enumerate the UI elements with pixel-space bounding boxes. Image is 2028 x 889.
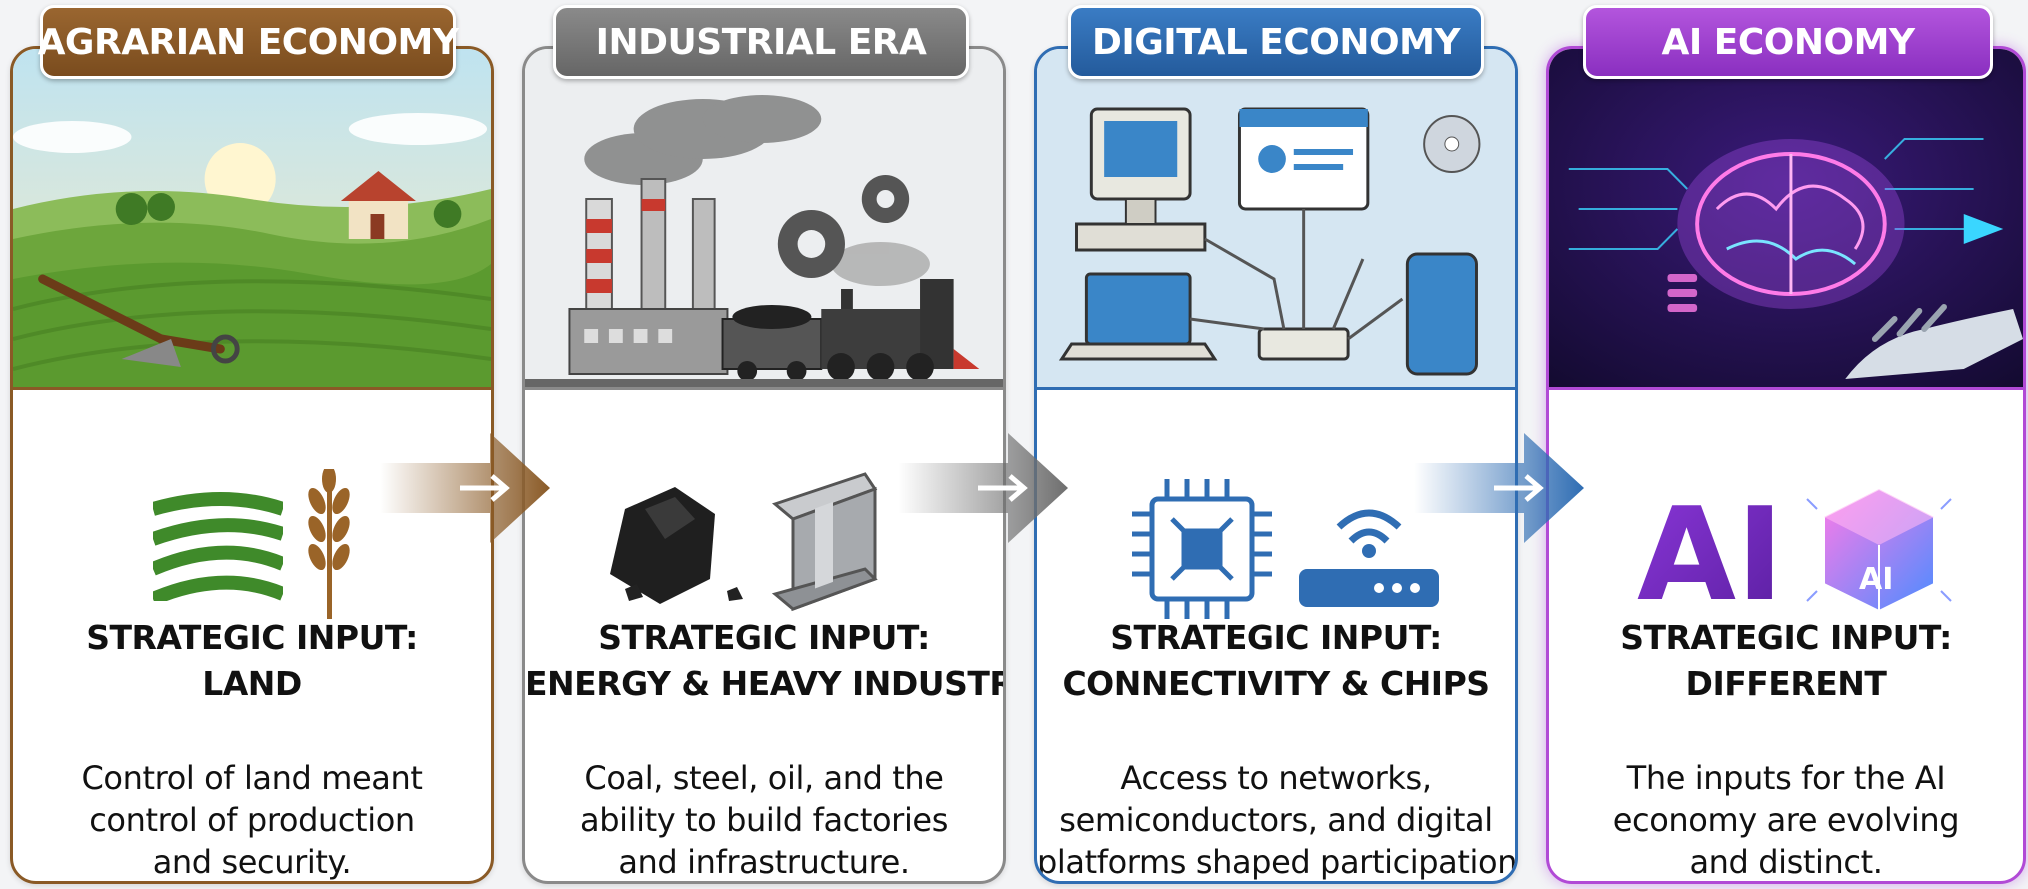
robot-hand-icon <box>1845 304 2023 379</box>
stage-icons-industrial <box>525 469 1003 629</box>
industrial-scene-illustration <box>525 49 1003 387</box>
stage-title-ai: AI ECONOMY <box>1583 5 1993 79</box>
heading-line: LAND <box>202 664 302 703</box>
ai-brain-scene-illustration <box>1549 49 2023 387</box>
heading-line: DIFFERENT <box>1685 664 1887 703</box>
brain-icon <box>1677 139 1905 309</box>
description-line: and security. <box>152 843 352 881</box>
field-icon <box>153 481 283 601</box>
ai-letters-icon: AI <box>1637 481 1784 629</box>
cd-icon <box>1423 115 1481 173</box>
description-line: platforms shaped participation. <box>1037 843 1518 881</box>
description-line: semiconductors, and digital <box>1059 801 1493 839</box>
heading-line: STRATEGIC INPUT: <box>1620 618 1952 657</box>
arrow-right-icon <box>1963 214 2004 244</box>
description-line: and infrastructure. <box>618 843 910 881</box>
heading-line: STRATEGIC INPUT: <box>86 618 418 657</box>
arrow-right-icon <box>898 433 1068 543</box>
stage-card-ai: AI AI STRATEGIC INPUT: DIFFERENT The inp… <box>1546 46 2026 884</box>
farm-scene-illustration <box>13 49 491 387</box>
heading-line: ENERGY & HEAVY INDUSTRY <box>525 664 1006 703</box>
locomotive-icon <box>721 279 980 381</box>
stage-title-industrial: INDUSTRIAL ERA <box>553 5 969 79</box>
wheat-icon <box>308 465 350 619</box>
chip-icon <box>1132 479 1272 619</box>
heading-line: STRATEGIC INPUT: <box>598 618 930 657</box>
router-device-icon <box>1257 327 1350 361</box>
description-line: Coal, steel, oil, and the <box>584 759 944 797</box>
description-line: Control of land meant <box>81 759 423 797</box>
steel-beam-icon <box>771 472 878 612</box>
arrow-right-icon <box>380 433 550 543</box>
browser-window-icon <box>1237 107 1370 211</box>
arrow-right-icon <box>1414 433 1584 543</box>
description-line: and distinct. <box>1689 843 1883 881</box>
desktop-computer-icon <box>1075 107 1207 252</box>
description-line: Access to networks, <box>1120 759 1432 797</box>
data-stack-icon <box>1667 274 1698 312</box>
coal-icon <box>610 487 743 604</box>
ai-cube-icon: AI <box>1806 487 1952 613</box>
barn-icon <box>340 171 416 239</box>
heading-line: CONNECTIVITY & CHIPS <box>1062 664 1490 703</box>
gear-icon <box>777 175 910 278</box>
stage-icons-digital <box>1037 469 1515 629</box>
description-line: control of production <box>89 801 415 839</box>
stage-icons-agrarian <box>13 465 491 629</box>
ai-cube-label: AI <box>1859 562 1893 597</box>
stage-card-digital: STRATEGIC INPUT: CONNECTIVITY & CHIPS Ac… <box>1034 46 1518 884</box>
smokestack-icon <box>585 178 716 330</box>
stage-description-digital: Access to networks, semiconductors, and … <box>1037 757 1518 881</box>
stage-description-ai: The inputs for the AI economy are evolvi… <box>1549 757 2023 881</box>
stage-heading-industrial: STRATEGIC INPUT: ENERGY & HEAVY INDUSTRY <box>525 615 1003 707</box>
description-line: The inputs for the AI <box>1626 759 1946 797</box>
description-line: ability to build factories <box>579 801 948 839</box>
description-line: economy are evolving <box>1612 801 1960 839</box>
stage-heading-ai: STRATEGIC INPUT: DIFFERENT <box>1549 615 2023 707</box>
smartphone-icon <box>1405 252 1478 376</box>
heading-line: STRATEGIC INPUT: <box>1110 618 1442 657</box>
stage-title-digital: DIGITAL ECONOMY <box>1068 5 1484 79</box>
stage-title-agrarian: AGRARIAN ECONOMY <box>38 5 459 79</box>
stage-description-agrarian: Control of land meant control of product… <box>13 757 491 881</box>
laptop-icon <box>1058 272 1218 361</box>
digital-scene-illustration <box>1037 49 1515 387</box>
stage-card-agrarian: STRATEGIC INPUT: LAND Control of land me… <box>10 46 494 884</box>
stage-description-industrial: Coal, steel, oil, and the ability to bui… <box>525 757 1003 881</box>
stage-heading-digital: STRATEGIC INPUT: CONNECTIVITY & CHIPS <box>1037 615 1515 707</box>
router-icon <box>1299 509 1439 607</box>
stage-heading-agrarian: STRATEGIC INPUT: LAND <box>13 615 491 707</box>
stage-icons-ai: AI AI <box>1549 469 2023 630</box>
